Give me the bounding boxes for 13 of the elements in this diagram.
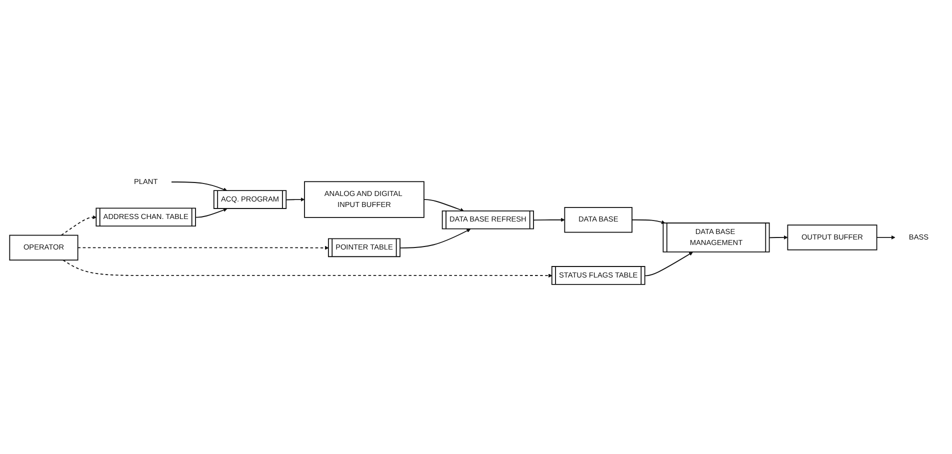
arrow xyxy=(644,252,693,276)
arrow xyxy=(286,198,305,202)
arrow xyxy=(769,235,788,240)
arrow xyxy=(424,199,464,212)
arrow xyxy=(195,208,228,218)
arrow xyxy=(62,260,552,278)
arrow xyxy=(171,182,228,192)
arrow xyxy=(400,228,471,248)
arrow xyxy=(876,235,896,240)
arrow xyxy=(60,215,97,236)
arrow xyxy=(632,219,666,224)
arrow xyxy=(77,246,329,250)
arrow xyxy=(533,218,565,222)
